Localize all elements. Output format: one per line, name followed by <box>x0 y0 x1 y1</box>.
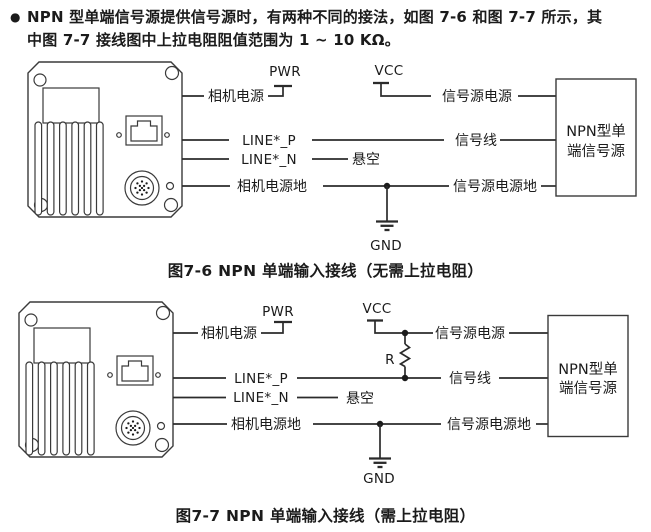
fig2-line-p-net: LINE*_P 信号线 <box>173 371 548 387</box>
figure2-caption: 图7-7 NPN 单端输入接线（需上拉电阻） <box>175 507 476 525</box>
fig1-signal-wire-label: 信号线 <box>455 133 497 149</box>
camera-front-view <box>27 61 183 218</box>
fig2-signal-source-power-net: VCC 信号源电源 <box>363 301 548 342</box>
camera-front-view <box>18 301 174 458</box>
fig2-source-box-line1: NPN型单 <box>558 361 617 378</box>
fig1-gnd-symbol-icon <box>376 186 398 232</box>
fig2-pullup-resistor: R <box>385 336 412 375</box>
fig2-junction-dot-mid <box>401 374 409 382</box>
fig1-line-p-label: LINE*_P <box>242 133 296 149</box>
fig2-camera-ground-label: 相机电源地 <box>231 417 301 433</box>
fig1-camera-power-net: 相机电源 PWR <box>182 64 301 105</box>
intro-line-2: 中图 7-7 接线图中上拉电阻阻值范围为 1 ~ 10 KΩ。 <box>27 31 400 49</box>
fig1-line-n-label: LINE*_N <box>241 152 297 168</box>
fig2-line-p-label: LINE*_P <box>234 371 288 387</box>
figure1-caption: 图7-6 NPN 单端输入接线（无需上拉电阻） <box>167 262 484 280</box>
fig2-pwr-terminal-icon <box>261 322 284 334</box>
fig2-ground-net: 相机电源地 信号源电源地 GND <box>173 417 548 487</box>
fig1-gnd-label: GND <box>370 238 402 254</box>
fig1-source-box-line2: 端信号源 <box>567 143 625 160</box>
fig1-camera-power-label: 相机电源 <box>208 89 264 105</box>
fig1-signal-source-power-net: VCC 信号源电源 <box>373 63 556 105</box>
fig2-resistor-zigzag-icon <box>398 343 412 368</box>
intro-lines: NPN 型单端信号源提供信号源时，有两种不同的接法，如图 7-6 和图 7-7 … <box>27 6 602 52</box>
fig1-signal-source-power-label: 信号源电源 <box>442 89 512 105</box>
fig1-line-p-net: LINE*_P 信号线 <box>182 133 556 149</box>
fig1-line-n-net: LINE*_N 悬空 <box>182 152 380 168</box>
fig2-line-n-net: LINE*_N 悬空 <box>173 390 374 407</box>
fig2-junction-dot-top <box>401 329 409 337</box>
fig1-ground-net: 相机电源地 信号源电源地 GND <box>182 179 556 254</box>
fig2-gnd-label: GND <box>363 471 395 487</box>
fig2-resistor-label: R <box>385 352 395 368</box>
fig2-floating-label: 悬空 <box>346 391 374 407</box>
fig1-camera-ground-label: 相机电源地 <box>237 179 307 195</box>
fig1-signal-source-ground-label: 信号源电源地 <box>453 179 537 195</box>
fig2-camera-power-label: 相机电源 <box>201 326 257 342</box>
fig2-pwr-label: PWR <box>262 304 294 320</box>
intro-paragraph: ● NPN 型单端信号源提供信号源时，有两种不同的接法，如图 7-6 和图 7-… <box>10 6 602 52</box>
figure2-diagram: 相机电源 PWR VCC 信号源电源 R <box>18 301 629 487</box>
fig2-signal-wire-label: 信号线 <box>449 371 491 387</box>
fig2-gnd-symbol-icon <box>369 424 391 469</box>
fig2-source-box-line2: 端信号源 <box>559 380 617 397</box>
figure1-diagram: 相机电源 PWR VCC 信号源电源 LINE*_P 信号线 <box>27 61 637 254</box>
fig2-signal-source-box: NPN型单 端信号源 <box>547 314 629 438</box>
intro-line-1: NPN 型单端信号源提供信号源时，有两种不同的接法，如图 7-6 和图 7-7 … <box>27 8 603 26</box>
bullet-icon: ● <box>10 10 21 24</box>
fig2-camera-power-net: 相机电源 PWR <box>173 304 294 342</box>
fig1-source-box-line1: NPN型单 <box>566 123 625 140</box>
fig2-signal-source-ground-label: 信号源电源地 <box>447 417 531 433</box>
fig2-vcc-label: VCC <box>363 301 392 317</box>
fig1-pwr-label: PWR <box>269 64 301 80</box>
fig2-signal-source-power-label: 信号源电源 <box>435 326 505 342</box>
fig1-pwr-terminal-icon <box>268 86 284 97</box>
fig2-line-n-label: LINE*_N <box>233 390 289 406</box>
fig1-signal-source-box: NPN型单 端信号源 <box>555 78 637 197</box>
fig1-vcc-label: VCC <box>375 63 404 79</box>
fig1-floating-label: 悬空 <box>352 152 380 168</box>
